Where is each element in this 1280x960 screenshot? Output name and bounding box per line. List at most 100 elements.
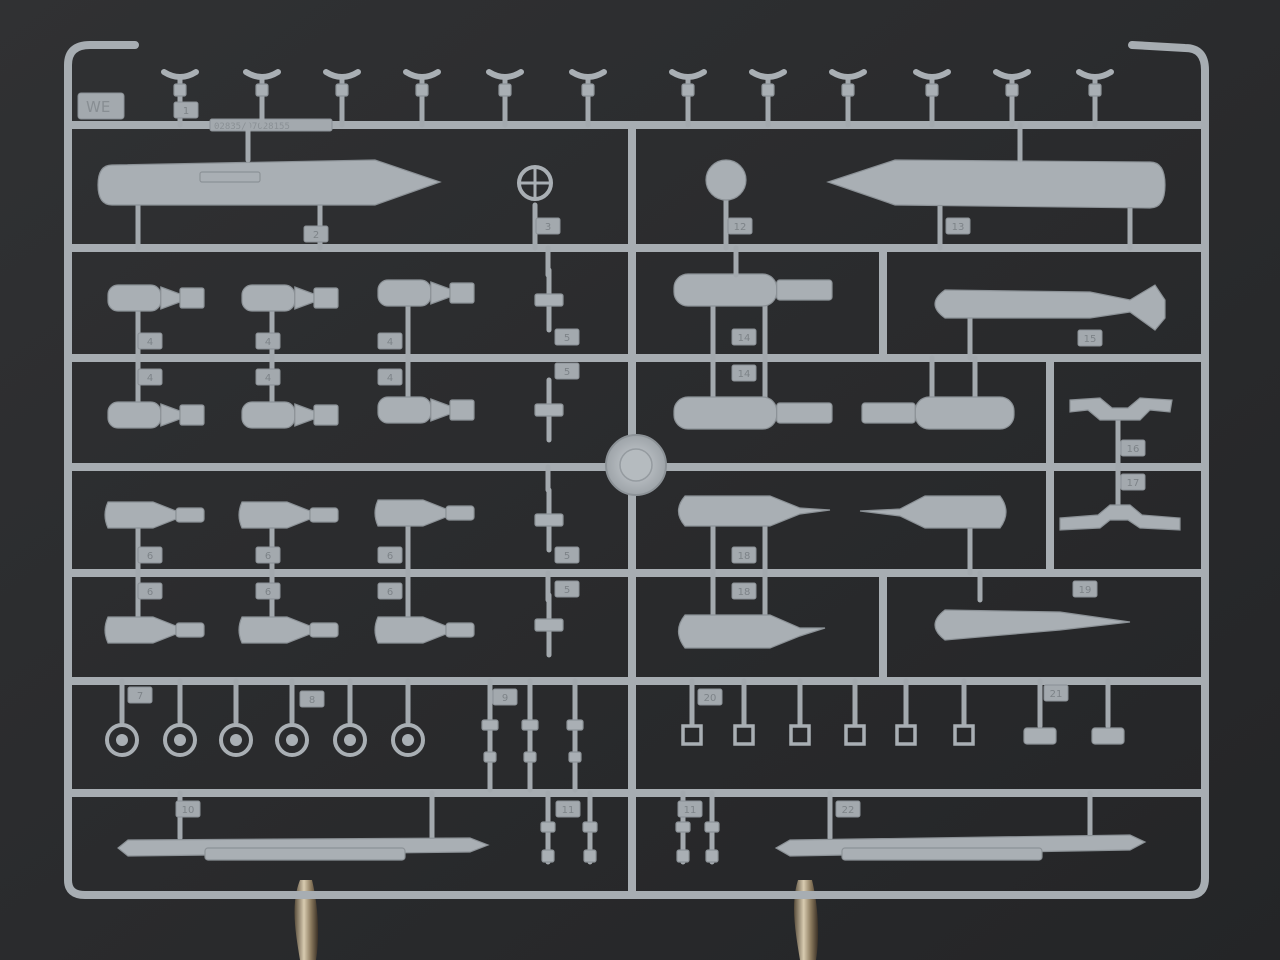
small-part xyxy=(523,751,537,763)
teardrop-tank xyxy=(934,609,1131,641)
part-number-tab: 15 xyxy=(1077,329,1103,347)
wheel-part xyxy=(219,723,253,757)
sprue-gate xyxy=(605,434,667,496)
part-number-tab: 11 xyxy=(555,800,581,818)
part-number: 21 xyxy=(1050,689,1063,700)
y-attachment xyxy=(913,69,951,80)
wheel-part xyxy=(333,723,367,757)
round-bomb xyxy=(104,501,205,529)
part-number-tab: 1 xyxy=(173,101,199,119)
part-number-tab: 6 xyxy=(377,582,403,600)
part-number: 5 xyxy=(564,585,570,596)
bracket-upper xyxy=(1069,397,1173,421)
mount-part xyxy=(1091,727,1125,745)
part-number-tab: 4 xyxy=(377,332,403,350)
part-number: 18 xyxy=(738,551,751,562)
streamlined-bomb xyxy=(934,284,1166,331)
part-number: 6 xyxy=(147,551,153,562)
part-number-tab: 6 xyxy=(377,546,403,564)
part-number: 4 xyxy=(147,373,153,384)
wheel-hub xyxy=(230,734,242,746)
part-number-tab: 14 xyxy=(731,328,757,346)
part-number-tab: 10 xyxy=(175,800,201,818)
part-number-tab: 3 xyxy=(535,217,561,235)
wheel-part xyxy=(275,723,309,757)
part-number-tab: 5 xyxy=(554,580,580,598)
part-number: 6 xyxy=(387,551,393,562)
drop-tank-right xyxy=(826,159,1166,209)
sight-cross xyxy=(519,167,551,199)
y-attachment-base xyxy=(498,83,512,97)
y-attachment xyxy=(243,69,281,80)
round-bomb xyxy=(238,616,339,644)
part-number: 13 xyxy=(952,222,965,233)
part-number: 14 xyxy=(738,333,751,344)
rail-left-detail xyxy=(204,847,406,861)
rail-right-detail xyxy=(841,847,1043,861)
square-frame-part xyxy=(895,724,917,746)
part-number-tab: 6 xyxy=(255,582,281,600)
part-number: 3 xyxy=(545,222,551,233)
clip-part xyxy=(583,849,597,863)
part-number: 14 xyxy=(738,369,751,380)
part-number: 6 xyxy=(387,587,393,598)
cylinder-bomb xyxy=(673,396,833,430)
part-number: 2 xyxy=(313,230,319,241)
y-attachment-base xyxy=(681,83,695,97)
bracket-lower xyxy=(1059,504,1181,531)
part-number-tab: 22 xyxy=(835,800,861,818)
clip-part xyxy=(582,821,598,833)
part-number: 4 xyxy=(387,373,393,384)
part-number-tab: 21 xyxy=(1043,684,1069,702)
part-number: 4 xyxy=(387,337,393,348)
part-number-tab: 8 xyxy=(299,690,325,708)
round-bomb xyxy=(104,616,205,644)
part-number: 6 xyxy=(147,587,153,598)
y-attachment-base xyxy=(761,83,775,97)
part-number: 12 xyxy=(734,222,747,233)
part-number-tab: 13 xyxy=(945,217,971,235)
part-number: 10 xyxy=(182,805,195,816)
clip-part xyxy=(541,849,555,863)
part-number: 17 xyxy=(1127,478,1140,489)
fuse-part xyxy=(534,513,564,527)
part-number: 11 xyxy=(684,805,697,816)
parts-layer xyxy=(97,69,1181,865)
fuse-part xyxy=(534,618,564,632)
round-bomb xyxy=(374,616,475,644)
y-attachment-base xyxy=(925,83,939,97)
wheel-part xyxy=(391,723,425,757)
y-attachment xyxy=(1076,69,1114,80)
sprue-code-letters: WE xyxy=(86,98,110,116)
rocket xyxy=(677,495,831,527)
part-number: 7 xyxy=(137,691,143,702)
part-number-tab: 5 xyxy=(554,362,580,380)
part-number-tab: 12 xyxy=(727,217,753,235)
part-number: 11 xyxy=(562,805,575,816)
part-number: 4 xyxy=(147,337,153,348)
wheel-part xyxy=(105,723,139,757)
clip-part xyxy=(675,821,691,833)
square-frame-part xyxy=(844,724,866,746)
y-attachment xyxy=(669,69,707,80)
wheel-hub xyxy=(116,734,128,746)
part-number: 8 xyxy=(309,695,315,706)
part-number: 22 xyxy=(842,805,855,816)
square-frame-part xyxy=(733,724,755,746)
part-number: 5 xyxy=(564,551,570,562)
part-number-tab: 19 xyxy=(1072,580,1098,598)
part-number-tab: 6 xyxy=(255,546,281,564)
part-number-tab: 5 xyxy=(554,328,580,346)
wheel-part xyxy=(163,723,197,757)
part-number-tab: 4 xyxy=(137,332,163,350)
y-attachment-base xyxy=(255,83,269,97)
part-number-tab: 20 xyxy=(697,688,723,706)
finned-bomb xyxy=(107,284,205,312)
fuse-part xyxy=(534,403,564,417)
tank-mount-left xyxy=(199,171,261,183)
y-attachment-base xyxy=(1005,83,1019,97)
stand-clip-right xyxy=(794,880,819,960)
part-number: 4 xyxy=(265,373,271,384)
mold-code-bar: 02835/07028155 xyxy=(209,118,333,132)
part-number-tab: 14 xyxy=(731,364,757,382)
